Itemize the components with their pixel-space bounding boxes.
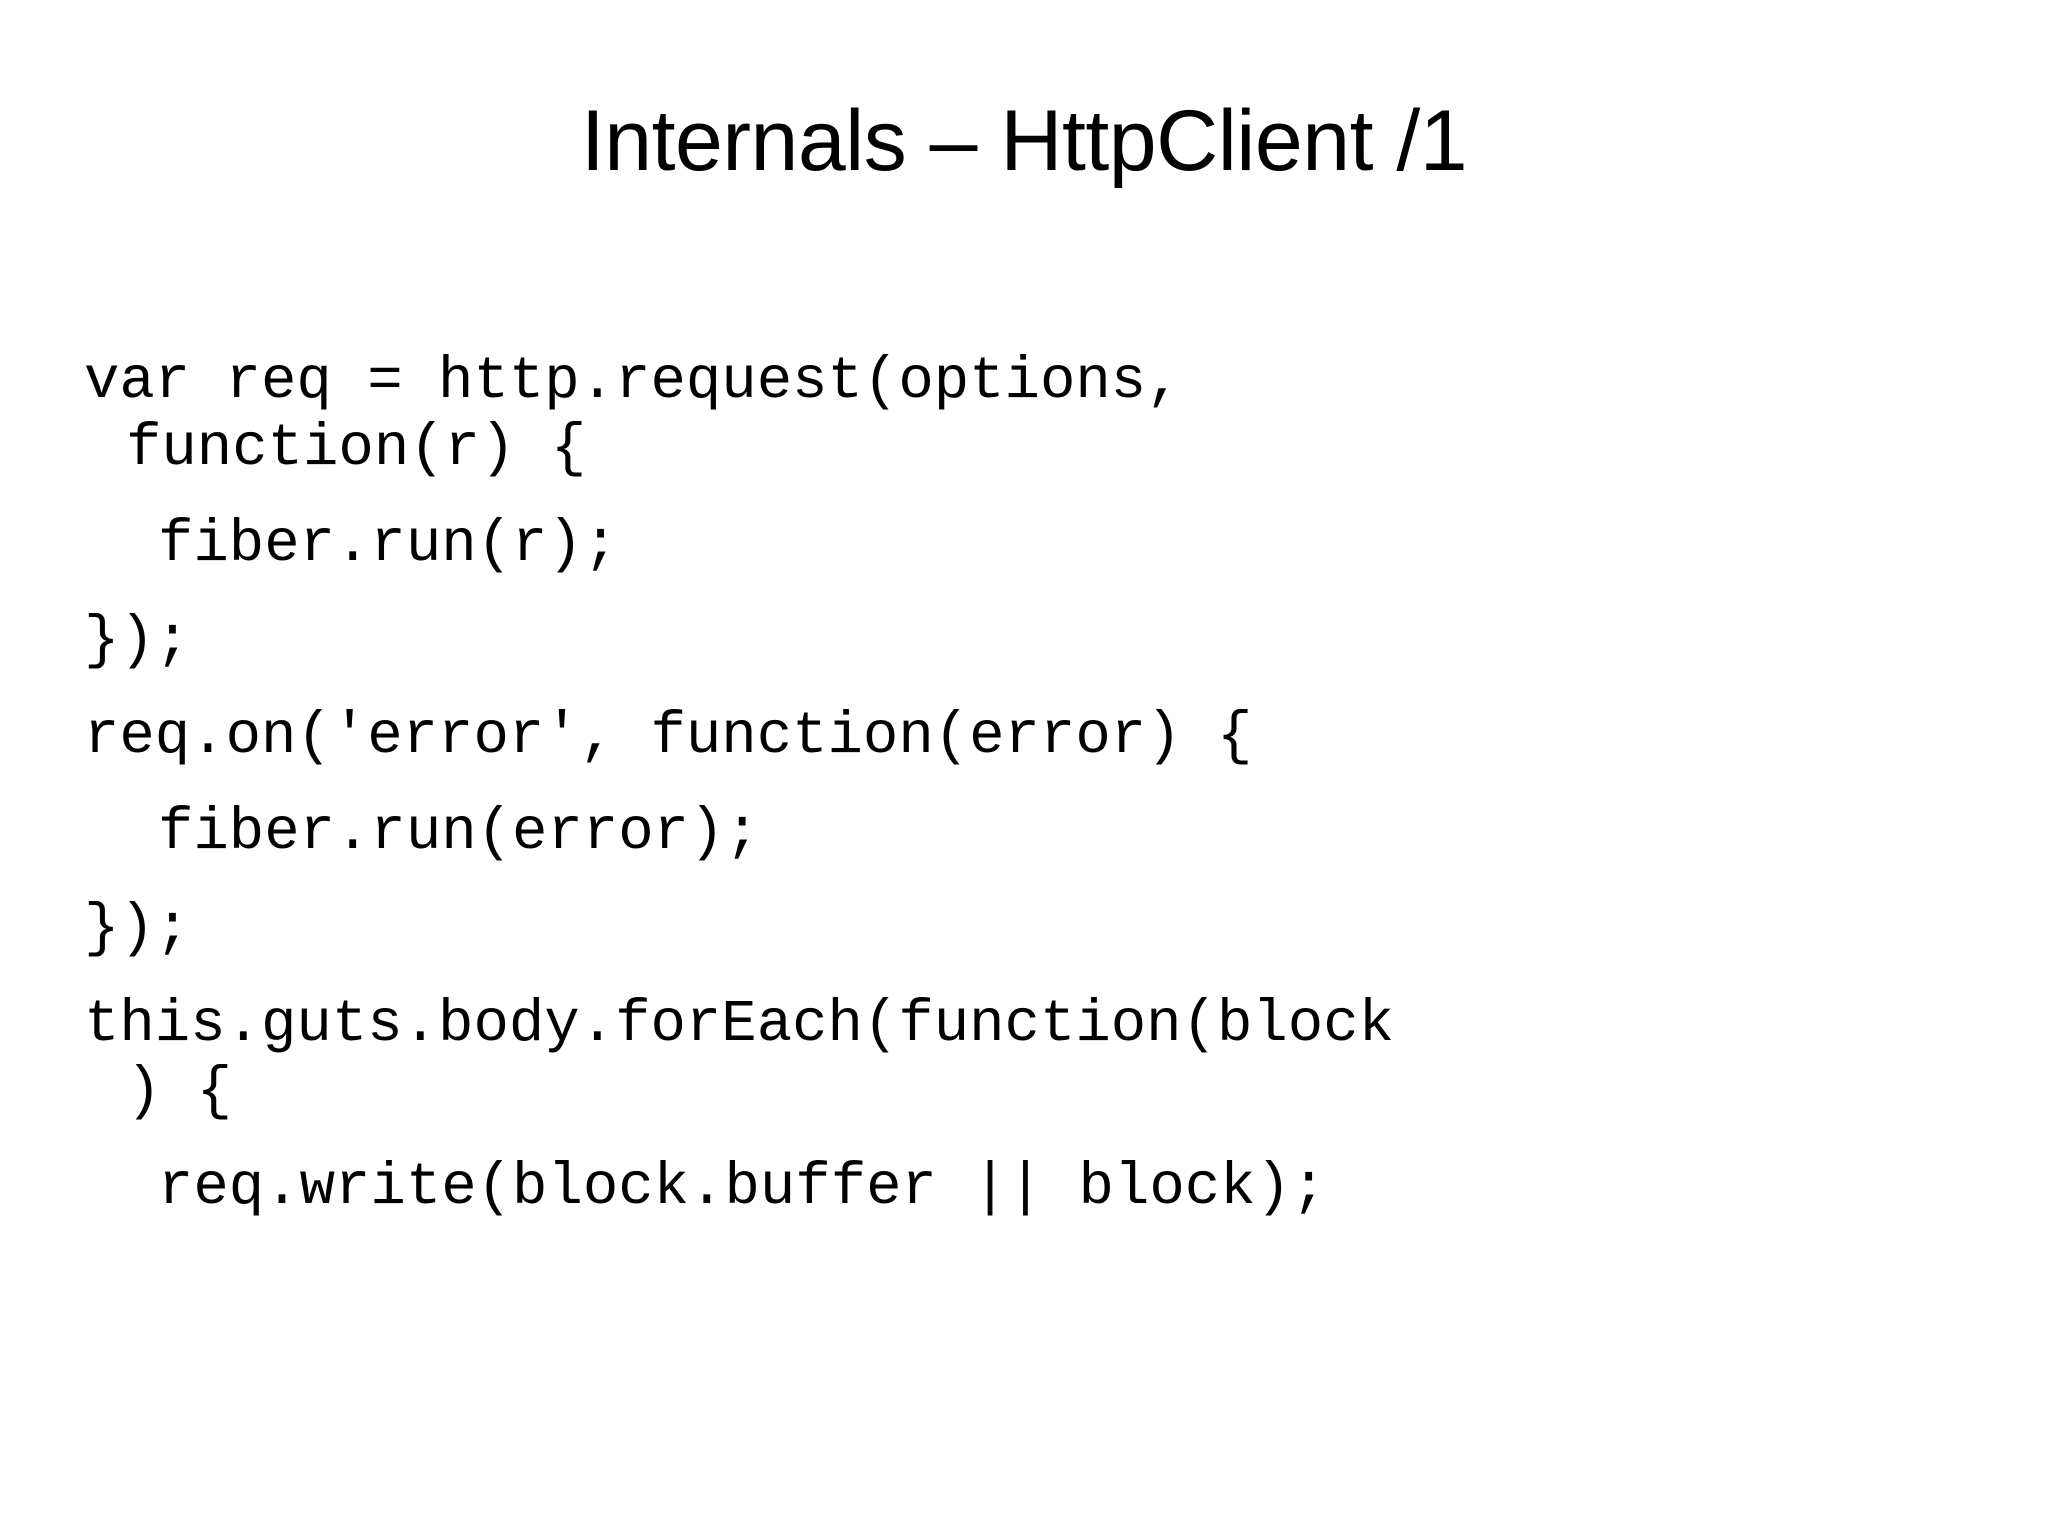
code-line: this.guts.body.forEach(function(block bbox=[84, 991, 1395, 1058]
code-line: function(r) { bbox=[126, 415, 587, 482]
code-line: fiber.run(error); bbox=[158, 799, 760, 866]
code-line: }); bbox=[84, 895, 191, 962]
code-line: ) { bbox=[126, 1058, 233, 1125]
code-block: var req = http.request(options, function… bbox=[84, 352, 2044, 1217]
page-title: Internals – HttpClient /1 bbox=[580, 93, 1468, 189]
code-line: fiber.run(r); bbox=[158, 511, 619, 578]
code-line: req.write(block.buffer || block); bbox=[158, 1154, 1327, 1221]
code-line: var req = http.request(options, bbox=[84, 348, 1182, 415]
code-line: req.on('error', function(error) { bbox=[84, 703, 1253, 770]
code-line: }); bbox=[84, 607, 191, 674]
